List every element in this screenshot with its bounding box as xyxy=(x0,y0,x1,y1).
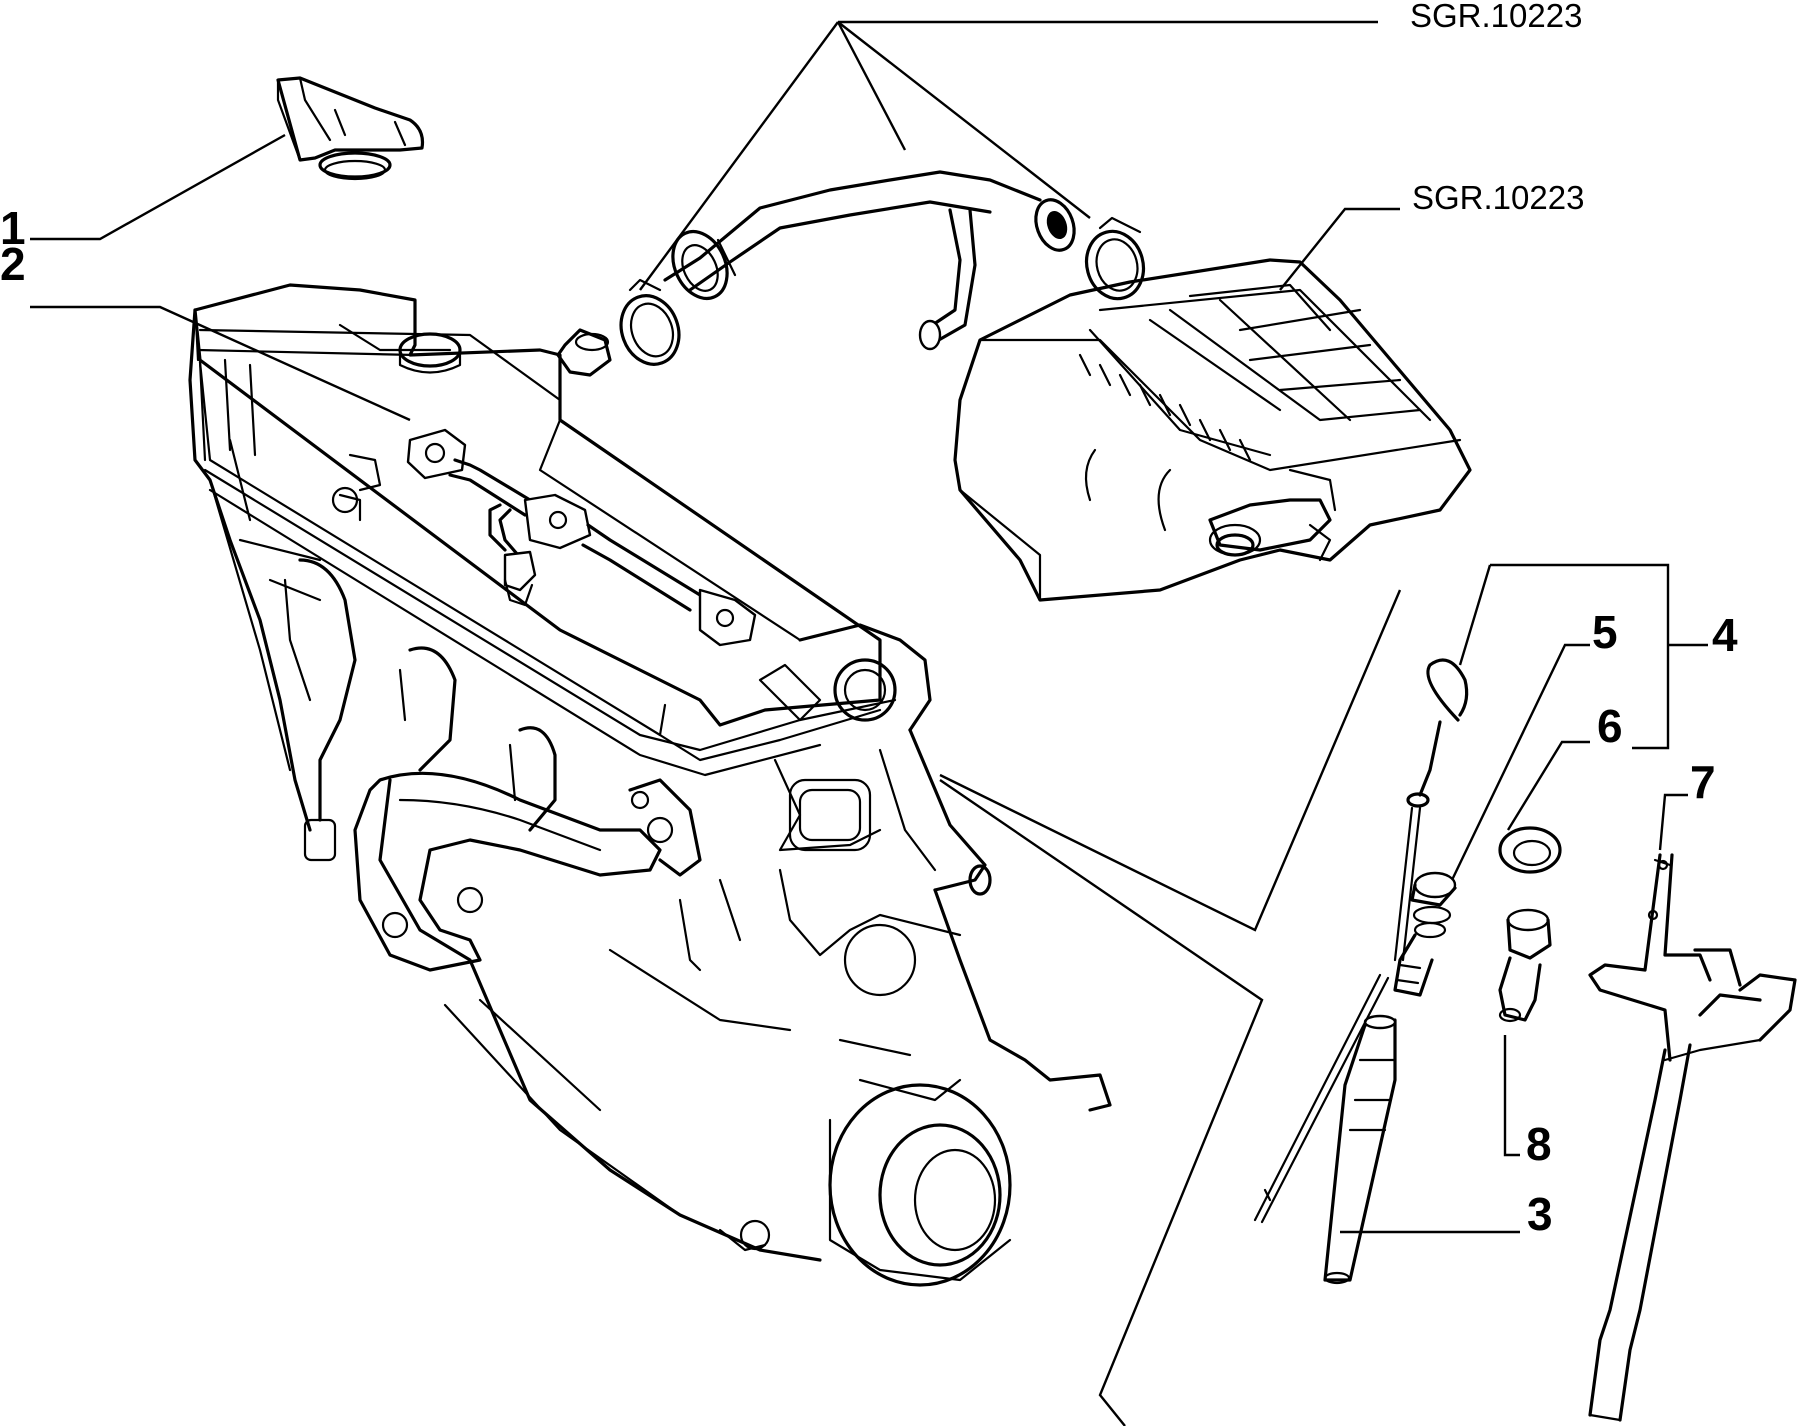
callout-5: 5 xyxy=(1592,606,1618,658)
manifold xyxy=(283,558,702,972)
reference-label-hose: SGR.10223 xyxy=(1410,0,1582,34)
callout-3: 3 xyxy=(1527,1188,1553,1240)
filter-reference-leader xyxy=(1279,207,1400,291)
hose-clamp-right xyxy=(1084,216,1146,301)
bung-plug xyxy=(1498,908,1552,1023)
tube-bracket xyxy=(1588,853,1797,1422)
dipstick xyxy=(1253,658,1469,1224)
seal-ring xyxy=(1498,826,1562,874)
callout-1: 1 xyxy=(0,202,26,254)
callout-6: 6 xyxy=(1597,700,1623,752)
callout-8: 8 xyxy=(1526,1118,1552,1170)
engine-block xyxy=(188,283,1112,1287)
air-filter-housing xyxy=(953,258,1472,602)
dipstick-guide-tube xyxy=(1323,1014,1397,1285)
ignition-wiring xyxy=(338,428,757,647)
reference-label-filter: SGR.10223 xyxy=(1412,179,1584,216)
callout-4: 4 xyxy=(1712,609,1738,661)
callout-7: 7 xyxy=(1690,756,1716,808)
callout-leaders xyxy=(30,133,1708,1426)
breather-hose xyxy=(619,170,1146,366)
hose-clamp-left xyxy=(619,278,681,366)
callout-2: 2 xyxy=(0,238,26,290)
filler-cap xyxy=(276,76,425,181)
dipstick-plug xyxy=(1393,871,1457,997)
hose-reference-leaders xyxy=(639,20,1378,291)
